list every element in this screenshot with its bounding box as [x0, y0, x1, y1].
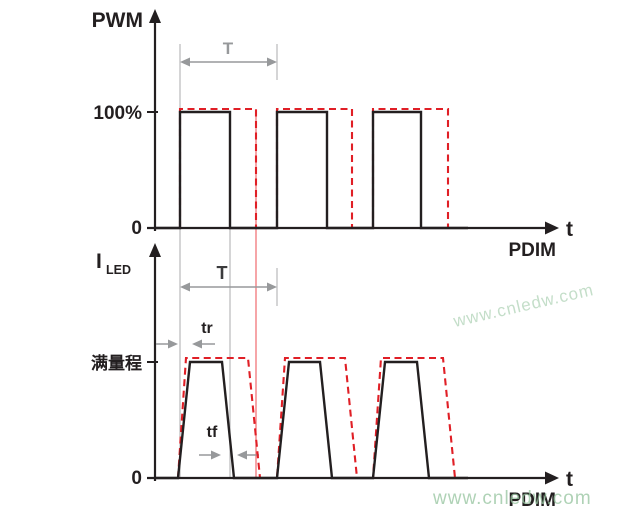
iled-zero-label: 0 [131, 468, 142, 489]
pwm-100-label: 100% [93, 103, 142, 124]
pwm-waveform-dashed [178, 107, 462, 230]
rise-time-label: tr [201, 320, 213, 337]
pwm-axis-label: PWM [92, 9, 143, 32]
pwm-zero-label: 0 [131, 218, 142, 239]
iled-waveform-dashed [176, 356, 462, 480]
iled-axis-label: I [96, 250, 102, 273]
iled-y-axis-arrow-icon [149, 243, 161, 257]
tr-left-arrow-icon [168, 339, 178, 349]
iled-x-axis-arrow-icon [545, 471, 559, 485]
pwm-pdim-label: PDIM [509, 240, 557, 261]
tf-left-arrow-icon [211, 450, 221, 460]
iled-pdim-label: PDIM [509, 490, 557, 511]
iled-period-label: T [217, 263, 228, 283]
iled-time-label: t [566, 468, 573, 491]
tf-right-arrow-icon [237, 450, 247, 460]
pwm-time-label: t [566, 218, 573, 241]
pwm-x-axis-arrow-icon [545, 221, 559, 235]
pwm-period-right-arrow-icon [267, 57, 277, 67]
iled-period-left-arrow-icon [180, 282, 190, 292]
tr-right-arrow-icon [192, 339, 202, 349]
fall-time-label: tf [207, 424, 218, 441]
iled-waveform-solid [155, 360, 468, 480]
pwm-waveform-solid [155, 110, 468, 230]
iled-fullscale-label: 满量程 [91, 353, 142, 373]
pwm-period-label: T [223, 39, 234, 58]
pwm-y-axis-arrow-icon [149, 9, 161, 23]
iled-period-right-arrow-icon [267, 282, 277, 292]
iled-axis-subscript: LED [106, 263, 131, 277]
pwm-period-left-arrow-icon [180, 57, 190, 67]
